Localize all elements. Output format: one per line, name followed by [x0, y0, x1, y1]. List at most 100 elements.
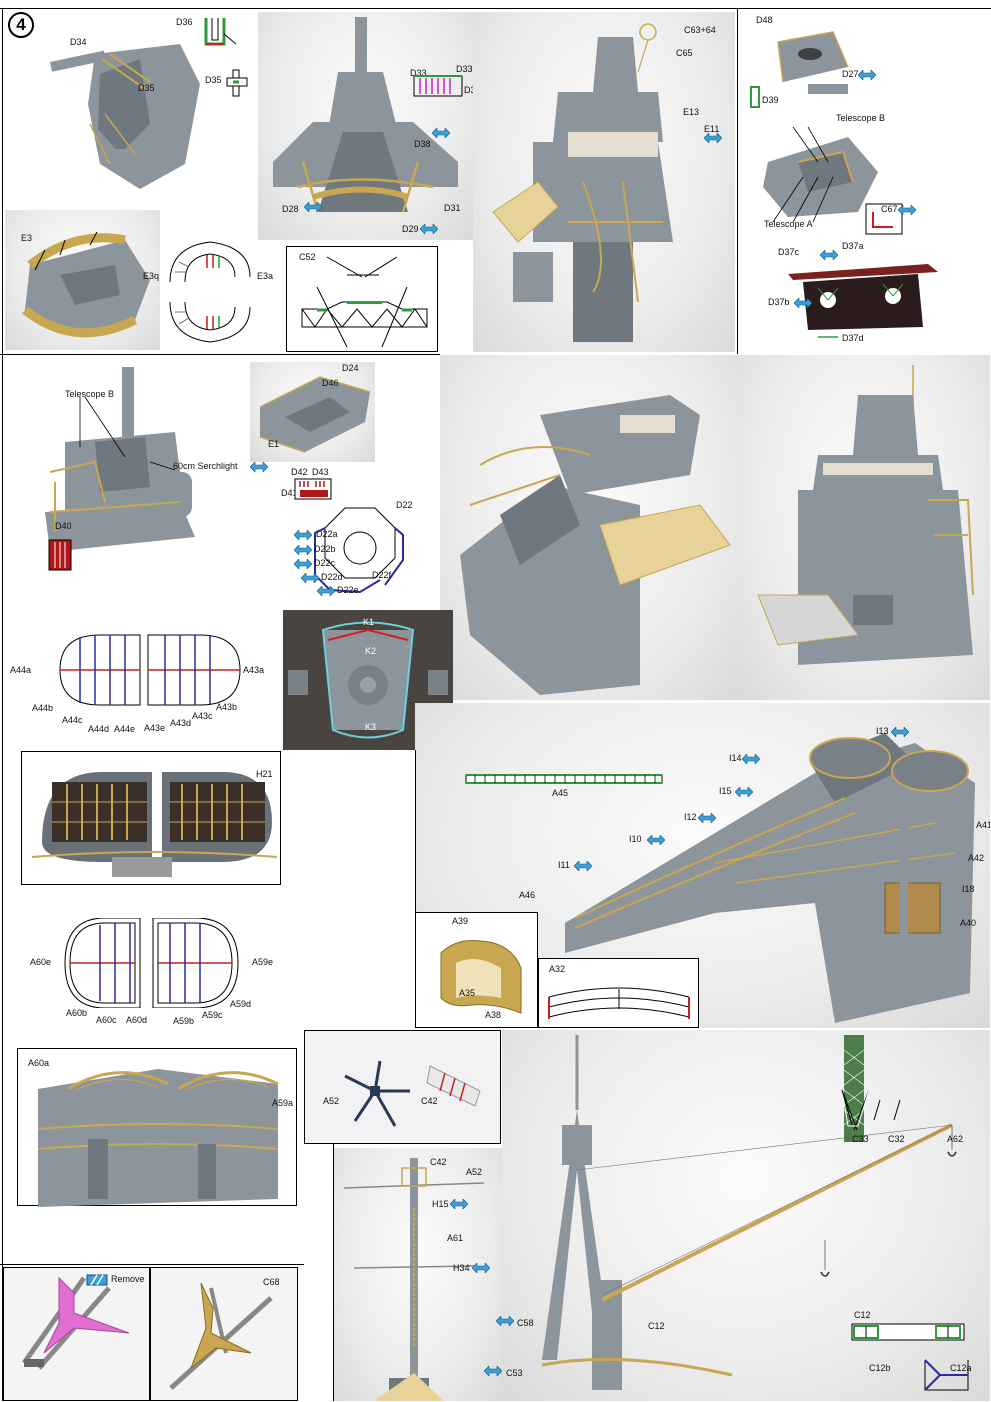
label-d22e: D22e — [337, 585, 359, 595]
label-a59a: A59a — [272, 1098, 294, 1108]
label-i15: I15 — [719, 786, 732, 796]
label-k2: K2 — [365, 646, 377, 656]
searchlight-photo — [45, 367, 195, 571]
label-d37b: D37b — [768, 297, 790, 307]
c68-photo — [169, 1282, 273, 1390]
arrow-d22e — [317, 586, 335, 596]
arrow-h15 — [450, 1199, 468, 1209]
label-60cm-serchlight: 60cm Serchlight — [173, 461, 238, 471]
e3-ladder-diagram — [169, 241, 251, 343]
label-h15: H15 — [432, 1199, 449, 1209]
label-d42: D42 — [291, 467, 308, 477]
label-c42-mast: C42 — [430, 1157, 447, 1167]
label-d29: D29 — [402, 224, 419, 234]
bridge-base-photo — [50, 44, 200, 189]
a39-photo — [440, 940, 522, 1014]
label-h21: H21 — [256, 769, 273, 779]
label-c12b: C12b — [869, 1363, 891, 1373]
label-d37d: D37d — [842, 333, 864, 343]
a32-diagram — [548, 987, 690, 1019]
label-d43: D43 — [312, 467, 329, 477]
label-e13: E13 — [683, 107, 700, 117]
label-d39: D39 — [762, 95, 779, 105]
label-d36: D36 — [176, 17, 193, 27]
label-a59d: A59d — [230, 999, 252, 1009]
label-a60a: A60a — [28, 1058, 50, 1068]
bridge-tower-photo — [757, 365, 974, 665]
label-a43b: A43b — [216, 702, 238, 712]
label-a60c: A60c — [96, 1015, 117, 1025]
label-a52: A52 — [323, 1096, 340, 1106]
arrow-serchlight — [250, 462, 268, 472]
label-d33-1: D33 — [410, 68, 427, 78]
label-d22c: D22c — [314, 558, 336, 568]
label-i11: I11 — [558, 860, 570, 870]
label-a41: A41 — [976, 820, 990, 830]
remove-hatch-icon — [86, 1274, 108, 1286]
label-d41: D41 — [281, 488, 298, 498]
arrow-d37c — [820, 250, 838, 260]
panel-a52-c42: A52 C42 — [304, 1030, 501, 1144]
label-d37c: D37c — [778, 247, 800, 257]
label-i10: I10 — [629, 834, 642, 844]
arrow-d29 — [420, 224, 438, 234]
arrow-d22d — [301, 573, 319, 583]
label-a43e: A43e — [144, 723, 166, 733]
funnel-photo — [565, 733, 975, 1023]
label-d46: D46 — [322, 378, 339, 388]
arrow-c67 — [898, 205, 916, 215]
label-d24: D24 — [342, 363, 359, 373]
label-a44a: A44a — [10, 665, 32, 675]
label-d37a: D37a — [842, 241, 864, 251]
remove-photo — [21, 1276, 130, 1370]
label-c42: C42 — [421, 1096, 438, 1106]
panel-remove: Remove — [3, 1267, 150, 1401]
panel-h21-photo: H21 — [21, 751, 281, 885]
label-a62: A62 — [947, 1134, 964, 1144]
arrow-d27 — [858, 70, 876, 80]
label-a35: A35 — [459, 988, 476, 998]
label-d22: D22 — [396, 500, 413, 510]
k-funnel-photo — [288, 621, 448, 739]
arrow-c58 — [496, 1316, 514, 1326]
label-a45: A45 — [552, 788, 569, 798]
arrow-i13 — [891, 727, 909, 737]
panel-mast-photo: C42 A52 H15 A61 H34 — [334, 1148, 502, 1401]
tower-base-photo — [273, 17, 458, 213]
label-d38: D38 — [414, 139, 431, 149]
a43-a44-grille-diagram — [59, 634, 241, 706]
label-a46: A46 — [519, 890, 536, 900]
divider-mast — [333, 1144, 334, 1401]
arrow-i14 — [742, 754, 760, 764]
d35-part-diagram — [226, 69, 248, 97]
label-a44b: A44b — [32, 703, 54, 713]
label-c63-64: C63+64 — [684, 25, 716, 35]
main-tower-photo — [492, 23, 673, 342]
arrow-i12 — [698, 813, 716, 823]
arrow-c53 — [484, 1366, 502, 1376]
label-a60e: A60e — [30, 957, 52, 967]
panel-tower-base: D33 D33 D3 D38 D31 D28 D29 — [258, 12, 473, 240]
mast-photo — [343, 1158, 485, 1401]
label-e3: E3 — [21, 233, 33, 243]
label-a59b: A59b — [173, 1016, 195, 1026]
label-d28: D28 — [282, 204, 299, 214]
divider-left-edge — [2, 8, 3, 1401]
a59-a60-photo — [37, 1069, 279, 1207]
d41-d42-d43-parts — [294, 478, 332, 500]
label-a43d: A43d — [170, 718, 192, 728]
panel-searchlight: Telescope B 60cm Serchlight D40 — [5, 362, 250, 602]
label-a44e: A44e — [114, 724, 136, 734]
label-e1: E1 — [268, 439, 280, 449]
divider-row-funnel — [415, 750, 416, 1028]
label-telescope-b-2: Telescope B — [65, 389, 115, 399]
label-e11: E11 — [704, 124, 720, 134]
label-i12: I12 — [684, 812, 697, 822]
panel-e3-photo: E3 — [5, 210, 160, 350]
label-d34: D34 — [70, 37, 87, 47]
label-telescope-a: Telescope A — [764, 219, 813, 229]
label-d48: D48 — [756, 15, 773, 25]
a59-a60-grille-diagram — [64, 918, 239, 1008]
arrow-i10 — [647, 835, 665, 845]
panel-a59-a60-photo: A60a A59a — [17, 1048, 297, 1207]
